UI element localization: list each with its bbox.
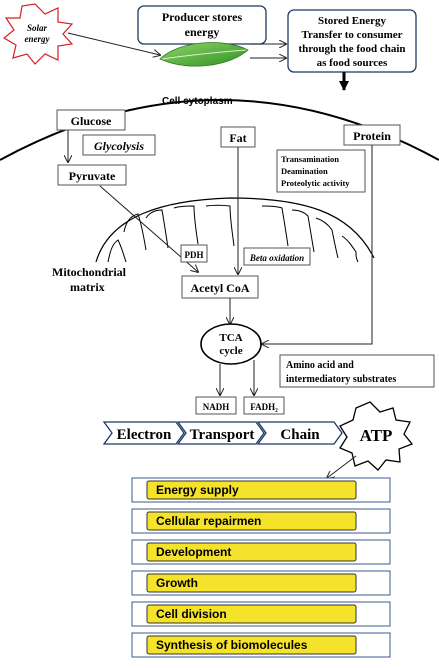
transamination-label: Transamination: [281, 154, 339, 164]
fadh2-box: FADH₂: [243, 396, 285, 415]
fadh2-label: FADH₂: [250, 402, 278, 412]
solar-label-1: Solar: [27, 23, 48, 33]
glucose-box: Glucose: [56, 109, 126, 131]
atp-use-pill: [146, 635, 357, 655]
cell-cytoplasm-label: Cell cytoplasm: [162, 96, 233, 107]
atp-use-label: Synthesis of biomolecules: [156, 638, 308, 652]
amino-acid-line-2: intermediatory substrates: [286, 374, 396, 385]
atp-use-pill: [146, 573, 357, 593]
mito-matrix-label-1: Mitochondrial: [52, 265, 127, 279]
pdh-box: PDH: [180, 244, 208, 263]
glucose-label: Glucose: [71, 114, 112, 128]
atp-burst-icon: [339, 401, 414, 471]
fat-box: Fat: [220, 126, 256, 148]
stored-line-3: through the food chain: [298, 43, 405, 55]
producer-line-1: Producer stores: [162, 10, 243, 24]
fat-label: Fat: [229, 131, 246, 145]
etc-chain-label: Chain: [280, 427, 320, 443]
atp-use-label: Energy supply: [156, 483, 239, 497]
etc-electron-chevron: [102, 421, 185, 445]
solar-label-2: energy: [25, 34, 51, 44]
producer-line-2: energy: [185, 25, 220, 39]
atp-use-pill: [146, 604, 357, 624]
deamination-label: Deamination: [281, 166, 328, 176]
stored-line-1: Stored Energy: [318, 15, 386, 27]
protein-box: Protein: [343, 124, 401, 146]
atp-use-pill: [146, 480, 357, 500]
amino-acid-line-1: Amino acid and: [286, 360, 354, 371]
protein-processes-box: Transamination Deamination Proteolytic a…: [276, 149, 366, 193]
mitochondrion: [95, 197, 375, 263]
atp-use-label: Growth: [156, 576, 198, 590]
solar-energy-burst: Solar energy: [2, 3, 74, 65]
nadh-box: NADH: [195, 396, 237, 415]
tca-label-2: cycle: [219, 345, 242, 357]
atp-use-label: Development: [156, 545, 231, 559]
pyruvate-label: Pyruvate: [69, 169, 116, 183]
atp-use-label: Cellular repairmen: [156, 514, 261, 528]
solar-burst-icon: [2, 3, 74, 65]
glycolysis-label: Glycolysis: [94, 139, 144, 153]
tca-label-1: TCA: [219, 332, 242, 344]
atp-burst: ATP: [339, 401, 414, 471]
atp-use-label: Cell division: [156, 607, 227, 621]
stored-line-4: as food sources: [317, 57, 388, 69]
etc-transport-chevron: [176, 421, 265, 445]
stored-line-2: Transfer to consumer: [301, 29, 402, 41]
nadh-label: NADH: [203, 402, 230, 412]
protein-to-tca-arrow: [262, 145, 373, 344]
etc-transport-label: Transport: [190, 427, 255, 443]
electron-transport-chain: Electron Transport Chain: [102, 421, 343, 445]
acetyl-coa-box: Acetyl CoA: [181, 275, 259, 299]
etc-electron-label: Electron: [117, 427, 172, 443]
atp-to-uses-arrow: [327, 455, 357, 478]
stored-energy-box: Stored Energy Transfer to consumer throu…: [287, 9, 417, 73]
atp-label: ATP: [360, 426, 393, 445]
atp-use-pill: [146, 542, 357, 562]
amino-acid-box: Amino acid and intermediatory substrates: [279, 354, 435, 388]
solar-to-leaf-arrow: [67, 32, 160, 55]
protein-label: Protein: [353, 129, 391, 143]
tca-cycle-node: TCA cycle: [200, 323, 262, 365]
producer-box: Producer stores energy: [137, 5, 267, 45]
mito-matrix-label-2: matrix: [70, 280, 105, 294]
proteolytic-label: Proteolytic activity: [281, 178, 350, 188]
pdh-label: PDH: [185, 250, 204, 260]
acetyl-coa-label: Acetyl CoA: [191, 281, 250, 295]
glycolysis-box: Glycolysis: [82, 134, 156, 156]
beta-oxidation-box: Beta oxidation: [243, 247, 311, 266]
beta-oxidation-label: Beta oxidation: [249, 253, 304, 263]
leaf-icon: [159, 42, 249, 67]
atp-use-pill: [146, 511, 357, 531]
pyruvate-box: Pyruvate: [57, 164, 127, 186]
etc-chain-chevron: [256, 421, 343, 445]
